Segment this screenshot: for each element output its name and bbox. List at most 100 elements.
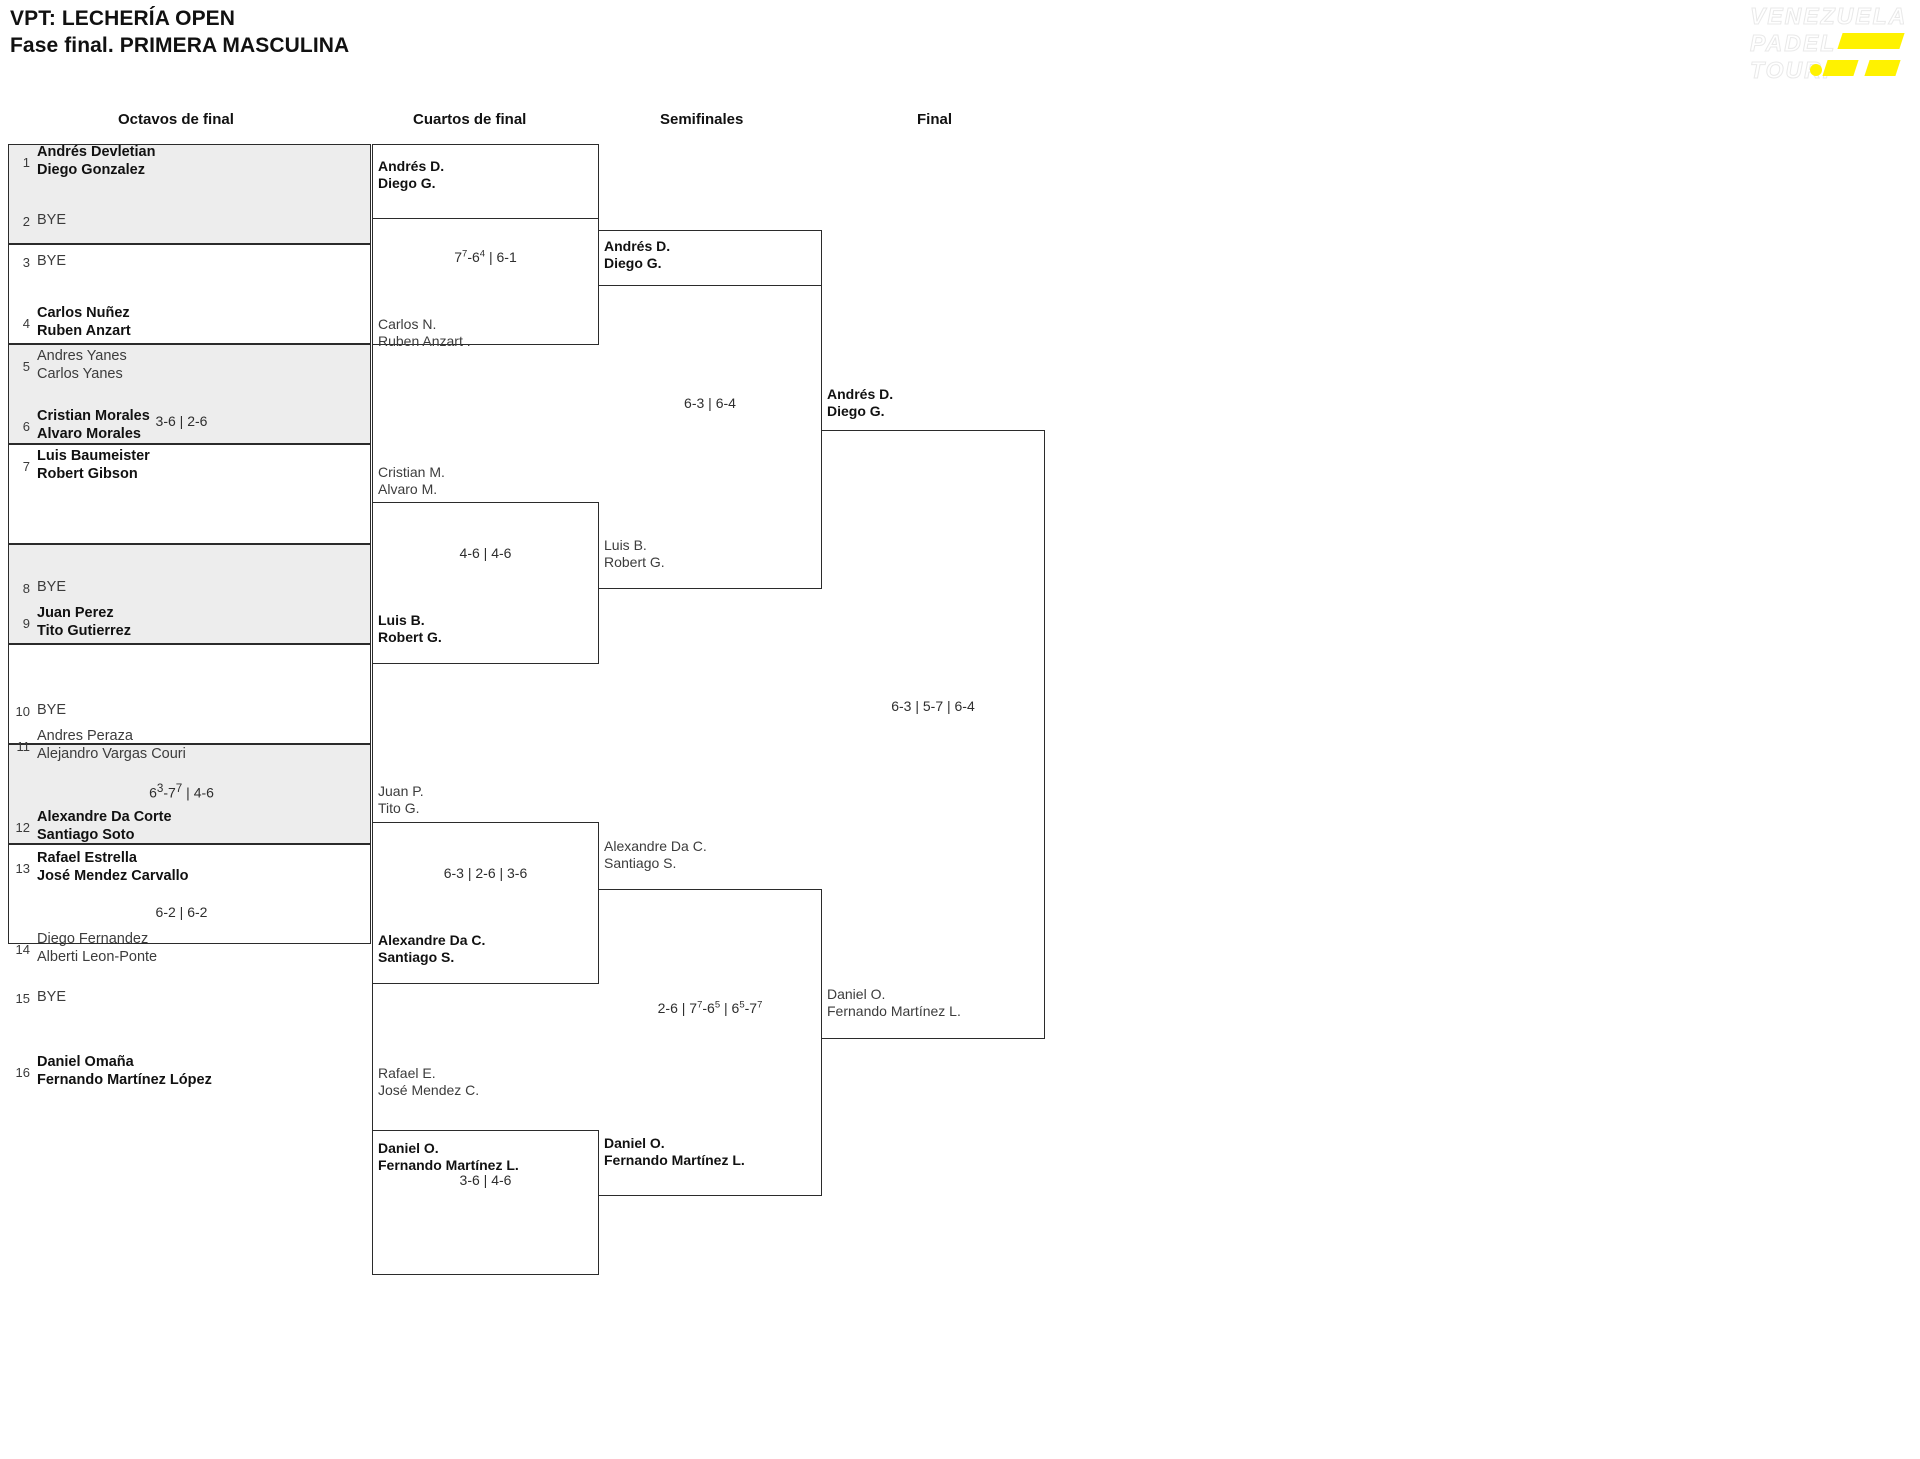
player-one-name: Carlos Nuñez	[37, 305, 130, 322]
player-one-name: Luis Baumeister	[37, 448, 150, 465]
r2-match-2-player-b[interactable]: Luis B. Robert G.	[378, 612, 442, 646]
player-two-name: Robert G.	[604, 554, 665, 571]
r1-match-6-player-a[interactable]: 11 Andres Peraza Alejandro Vargas Couri	[8, 726, 371, 766]
player-one-name: Diego Fernandez	[37, 931, 149, 948]
r2-match-4-spine	[372, 984, 373, 1274]
r3-match-2-top-line	[598, 889, 822, 890]
r2-match-3-mid-line	[372, 822, 599, 823]
r4-match-1-bottom-line	[821, 1038, 1045, 1039]
r4-match-1-score: 6-3 | 5-7 | 6-4	[891, 698, 975, 714]
r4-match-1-player-a[interactable]: Andrés D. Diego G.	[827, 386, 893, 420]
team-names: Alexandre Da Corte Santiago Soto	[37, 809, 172, 844]
r2-match-3-player-a[interactable]: Juan P. Tito G.	[378, 783, 424, 817]
r1-match-3-player-a[interactable]: 5 Andres Yanes Carlos Yanes	[8, 346, 371, 386]
r2-match-1-player-b[interactable]: Carlos N. Ruben Anzart .	[378, 316, 471, 350]
seed-number: 15	[15, 990, 30, 1006]
r1-match-5-player-a[interactable]: 9 Juan Perez Tito Gutierrez	[8, 603, 371, 643]
seed-number: 4	[22, 315, 30, 331]
player-two-name: José Mendez Carvallo	[37, 868, 189, 884]
r2-match-1-bottom-line	[372, 344, 599, 345]
r1-match-3-player-b[interactable]: 6 Cristian Morales Alvaro Morales	[8, 406, 371, 446]
r1-match-1-player-b[interactable]: 2 BYE	[8, 201, 371, 241]
player-one-name: Luis B.	[604, 537, 647, 553]
player-one-name: Alexandre Da C.	[378, 932, 486, 948]
round-heading-cuartos: Cuartos de final	[413, 111, 527, 128]
player-two-name: Ruben Anzart	[37, 323, 131, 339]
r1-match-8-band[interactable]	[8, 844, 371, 944]
r1-match-8-player-a[interactable]: 15 BYE	[8, 978, 371, 1018]
player-one-name: Daniel O.	[378, 1140, 439, 1156]
player-two-name: Fernando Martínez L.	[378, 1157, 519, 1174]
r2-match-1-score: 77-64 | 6-1	[454, 248, 517, 265]
r1-match-2-band[interactable]	[8, 244, 371, 344]
r3-match-2-player-a[interactable]: Alexandre Da C. Santiago S.	[604, 838, 707, 872]
seed-number: 7	[22, 458, 30, 474]
r2-match-2-mid-line	[372, 502, 599, 503]
r2-match-4-player-a[interactable]: Rafael E. José Mendez C.	[378, 1065, 479, 1099]
team-names: Andres Peraza Alejandro Vargas Couri	[37, 728, 186, 763]
player-two-name: Carlos Yanes	[37, 366, 123, 382]
team-names: BYE	[37, 702, 67, 719]
seed-number: 13	[15, 860, 30, 876]
r1-match-1-band[interactable]	[8, 144, 371, 244]
player-two-name: Alvaro Morales	[37, 426, 141, 442]
r1-match-6-band[interactable]	[8, 644, 371, 744]
r2-match-4-right-edge	[598, 1130, 599, 1274]
r3-match-2-player-b[interactable]: Daniel O. Fernando Martínez L.	[604, 1135, 745, 1169]
team-names: Rafael Estrella José Mendez Carvallo	[37, 850, 189, 885]
player-one-name: Andrés Devletian	[37, 144, 156, 161]
r1-match-8-player-b[interactable]: 16 Daniel Omaña Fernando Martínez López	[8, 1052, 371, 1092]
r4-match-1-player-b[interactable]: Daniel O. Fernando Martínez L.	[827, 986, 961, 1020]
player-one-name: Rafael Estrella	[37, 850, 137, 867]
r1-match-7-player-b[interactable]: 14 Diego Fernandez Alberti Leon-Ponte	[8, 929, 371, 969]
r2-match-2-right-edge	[598, 502, 599, 663]
r1-match-1-player-a[interactable]: 1 Andrés Devletian Diego Gonzalez	[8, 142, 371, 182]
r2-match-3-player-b[interactable]: Alexandre Da C. Santiago S.	[378, 932, 485, 966]
r3-match-1-score: 6-3 | 6-4	[684, 395, 736, 411]
player-one-name: Alexandre Da Corte	[37, 809, 172, 826]
player-one-name: Andrés D.	[827, 386, 894, 402]
r1-match-5-band[interactable]	[8, 544, 371, 644]
r3-match-1-player-a[interactable]: Andrés D. Diego G.	[604, 238, 670, 272]
team-names: BYE	[37, 212, 67, 229]
player-two-name: Diego G.	[604, 255, 662, 272]
r1-match-6-player-b[interactable]: 12 Alexandre Da Corte Santiago Soto	[8, 807, 371, 847]
r4-match-1-mid-line	[821, 430, 1045, 431]
team-names: Juan Perez Tito Gutierrez	[37, 605, 131, 640]
r2-match-3-bottom-line	[372, 983, 599, 984]
r2-match-4-player-b[interactable]: Daniel O. Fernando Martínez L.	[378, 1140, 519, 1174]
r2-match-1-player-a[interactable]: Andrés D. Diego G.	[378, 158, 444, 192]
logo-word-venezuela: VENEZUELA	[1749, 3, 1908, 29]
r3-match-1-top-line	[598, 230, 822, 231]
r1-match-4-player-b[interactable]: 8 BYE	[8, 568, 371, 608]
player-two-name: Tito Gutierrez	[37, 623, 131, 639]
player-one-name: Andres Peraza	[37, 728, 133, 745]
r1-match-2-player-b[interactable]: 4 Carlos Nuñez Ruben Anzart	[8, 303, 371, 343]
r2-match-2-player-a[interactable]: Cristian M. Alvaro M.	[378, 464, 445, 498]
player-two-name: Santiago S.	[604, 855, 677, 872]
r1-match-7-player-a[interactable]: 13 Rafael Estrella José Mendez Carvallo	[8, 848, 371, 888]
r1-match-4-player-a[interactable]: 7 Luis Baumeister Robert Gibson	[8, 446, 371, 486]
r3-match-1-player-b[interactable]: Luis B. Robert G.	[604, 537, 665, 571]
r1-match-4-band[interactable]	[8, 444, 371, 544]
r3-match-1-bottom-line	[598, 588, 822, 589]
player-one-name: Cristian Morales	[37, 408, 150, 425]
r1-match-3-band[interactable]	[8, 344, 371, 444]
r3-match-1-right-edge	[821, 230, 822, 588]
player-two-name: Alvaro M.	[378, 481, 438, 498]
r1-match-2-player-a[interactable]: 3 BYE	[8, 242, 371, 282]
r1-match-5-player-b[interactable]: 10 BYE	[8, 691, 371, 731]
player-two-name: Tito G.	[378, 800, 420, 817]
r2-match-1-right-edge	[598, 144, 599, 344]
team-names: BYE	[37, 989, 67, 1006]
r1-match-7-band[interactable]	[8, 744, 371, 844]
r2-match-4-score: 3-6 | 4-6	[459, 1172, 512, 1188]
player-one-name: Daniel Omaña	[37, 1054, 134, 1071]
seed-number: 11	[16, 738, 31, 754]
seed-number: 8	[22, 580, 30, 596]
tournament-header: VPT: LECHERÍA OPEN Fase final. PRIMERA M…	[10, 6, 349, 60]
team-names: Andres Yanes Carlos Yanes	[37, 348, 127, 383]
round-heading-octavos: Octavos de final	[118, 111, 234, 128]
r3-match-2-bottom-line	[598, 1195, 822, 1196]
